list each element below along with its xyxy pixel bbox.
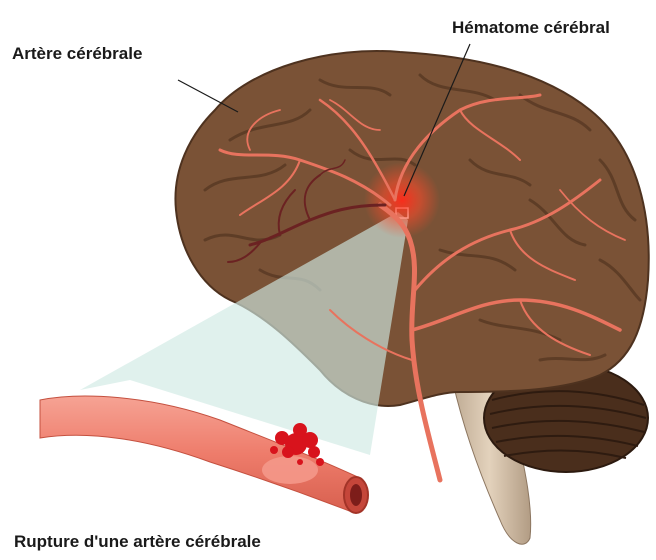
label-rupture: Rupture d'une artère cérébrale: [14, 532, 261, 552]
label-cerebral-artery: Artère cérébrale: [12, 44, 142, 64]
label-hematoma: Hématome cérébral: [452, 18, 610, 38]
